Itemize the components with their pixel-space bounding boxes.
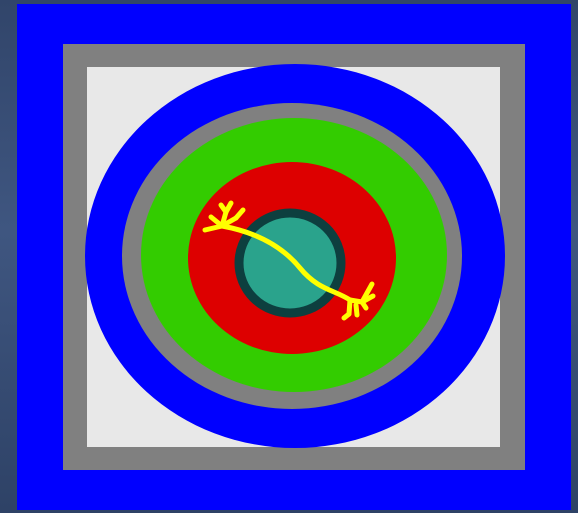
center-core <box>239 213 341 313</box>
